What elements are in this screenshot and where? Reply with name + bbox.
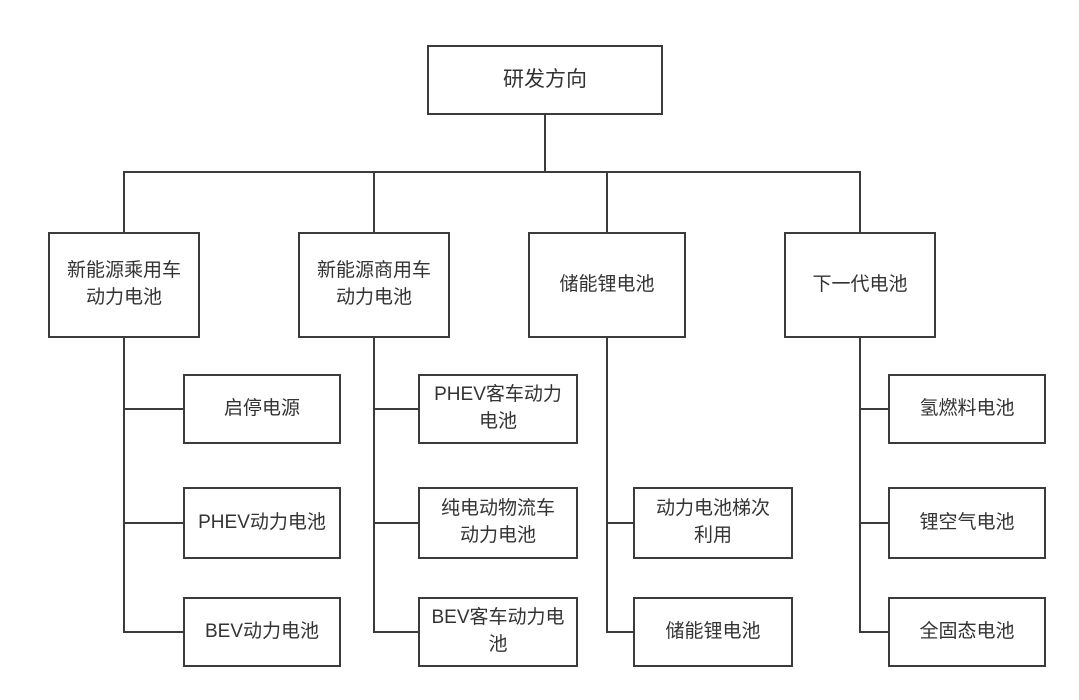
- node-rd-direction-root: 研发方向: [427, 45, 663, 115]
- node-leaf-bev-power-battery: BEV动力电池: [183, 597, 341, 667]
- node-label: 下一代电池: [812, 273, 908, 295]
- node-label: 启停电源: [223, 397, 300, 419]
- node-branch-next-generation-battery: 下一代电池: [784, 232, 936, 338]
- node-label: 储能锂电池: [665, 620, 761, 642]
- node-leaf-hydrogen-fuel-cell: 氢燃料电池: [888, 374, 1046, 444]
- node-leaf-electric-logistics-vehicle-battery: 纯电动物流车 动力电池: [418, 487, 578, 559]
- node-label-line: 新能源商用车: [316, 260, 431, 282]
- node-label-line: 动力电池: [459, 525, 536, 546]
- node-leaf-bev-bus-power-battery: BEV客车动力电 池: [418, 597, 578, 667]
- node-leaf-phev-bus-power-battery: PHEV客车动力 电池: [418, 374, 578, 444]
- node-label: 储能锂电池: [559, 273, 655, 295]
- node-leaf-all-solid-state-battery: 全固态电池: [888, 597, 1046, 667]
- node-label-line: 利用: [693, 525, 732, 546]
- node-label-line: BEV客车动力电: [431, 607, 565, 629]
- node-leaf-battery-echelon-utilization: 动力电池梯次 利用: [633, 487, 793, 559]
- node-label: PHEV动力电池: [198, 511, 326, 533]
- node-label-line: PHEV客车动力: [434, 384, 562, 406]
- node-leaf-phev-power-battery: PHEV动力电池: [183, 487, 341, 559]
- node-label: BEV动力电池: [204, 620, 320, 642]
- node-label: 研发方向: [503, 68, 587, 92]
- node-branch-commercial-vehicle-battery: 新能源商用车 动力电池: [298, 232, 450, 338]
- node-leaf-start-stop-power: 启停电源: [183, 374, 341, 444]
- node-label-line: 动力电池梯次: [655, 498, 770, 520]
- node-label: 全固态电池: [919, 620, 1015, 642]
- node-label-line: 电池: [478, 411, 517, 432]
- node-label-line: 池: [488, 634, 508, 655]
- node-leaf-energy-storage-lithium-battery: 储能锂电池: [633, 597, 793, 667]
- node-branch-passenger-vehicle-battery: 新能源乘用车 动力电池: [48, 232, 200, 338]
- node-label-line: 新能源乘用车: [66, 260, 181, 282]
- node-label: 锂空气电池: [919, 511, 1015, 533]
- node-label-line: 动力电池: [335, 287, 412, 308]
- node-branch-energy-storage-lithium-battery: 储能锂电池: [528, 232, 686, 338]
- node-leaf-lithium-air-battery: 锂空气电池: [888, 487, 1046, 559]
- node-label-line: 动力电池: [85, 287, 162, 308]
- node-label-line: 纯电动物流车: [440, 498, 555, 520]
- node-label: 氢燃料电池: [919, 397, 1015, 419]
